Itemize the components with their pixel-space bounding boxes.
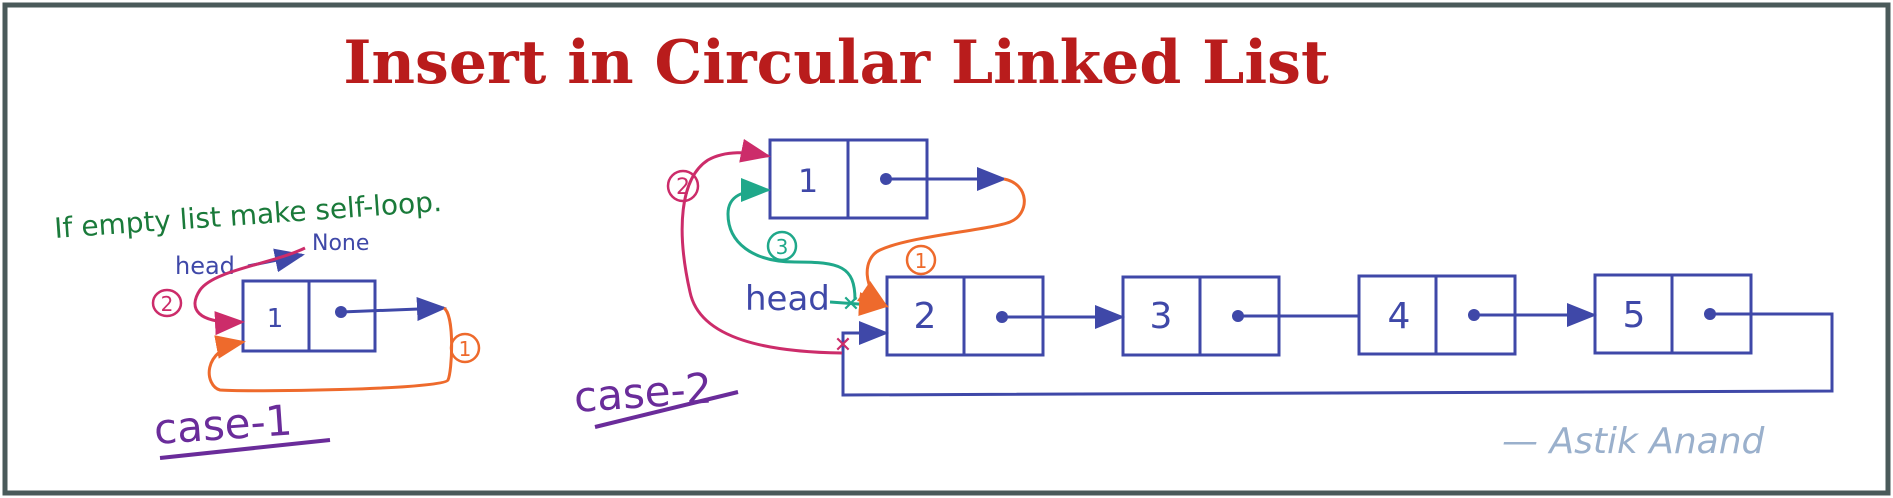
case1-step2-badge	[151, 288, 183, 318]
case2-step3-label: 3	[776, 235, 789, 259]
case1-step2-arrow	[193, 246, 306, 336]
case2-cut-mark-head: ✕	[842, 292, 860, 317]
case2-step3-badge	[766, 230, 798, 262]
case2-label-underline	[594, 390, 739, 429]
page-title: Insert in Circular Linked List	[343, 28, 1329, 98]
case2-node-4-value: 4	[1388, 296, 1411, 337]
case1-none-label: None	[312, 231, 369, 256]
case1-step1-loop	[207, 306, 454, 393]
case1-node-next-arrow	[340, 297, 447, 322]
case2-circular-return-line	[841, 312, 1834, 397]
case2-step1-badge	[905, 244, 937, 276]
case2-step2-badge	[666, 169, 700, 203]
case2-step1-label: 1	[915, 249, 928, 273]
case2-node-5-value: 5	[1623, 295, 1646, 336]
case2-step1-arrow	[856, 177, 1026, 308]
case1-head-label: head	[175, 252, 235, 280]
author-signature: — Astik Anand	[1502, 421, 1766, 462]
case2-node-3-value: 3	[1150, 296, 1173, 337]
case1-step1-badge	[449, 332, 481, 364]
case1-node-value: 1	[267, 304, 284, 334]
case1-label: case-1	[152, 395, 294, 454]
case1-label-underline	[159, 438, 331, 460]
case1-step1-label: 1	[459, 337, 472, 361]
case1-step2-label: 2	[161, 292, 174, 316]
case2-step2-label: 2	[676, 175, 690, 200]
case1-note: If empty list make self-loop.	[53, 185, 443, 245]
case2-label: case-2	[572, 363, 714, 422]
case2-step3-arrow	[726, 178, 857, 301]
case2-head-label: head	[745, 279, 830, 319]
case2-new-node-value: 1	[798, 162, 818, 200]
case2-step2-arrow	[680, 138, 843, 355]
case2-node-2-value: 2	[914, 296, 937, 337]
